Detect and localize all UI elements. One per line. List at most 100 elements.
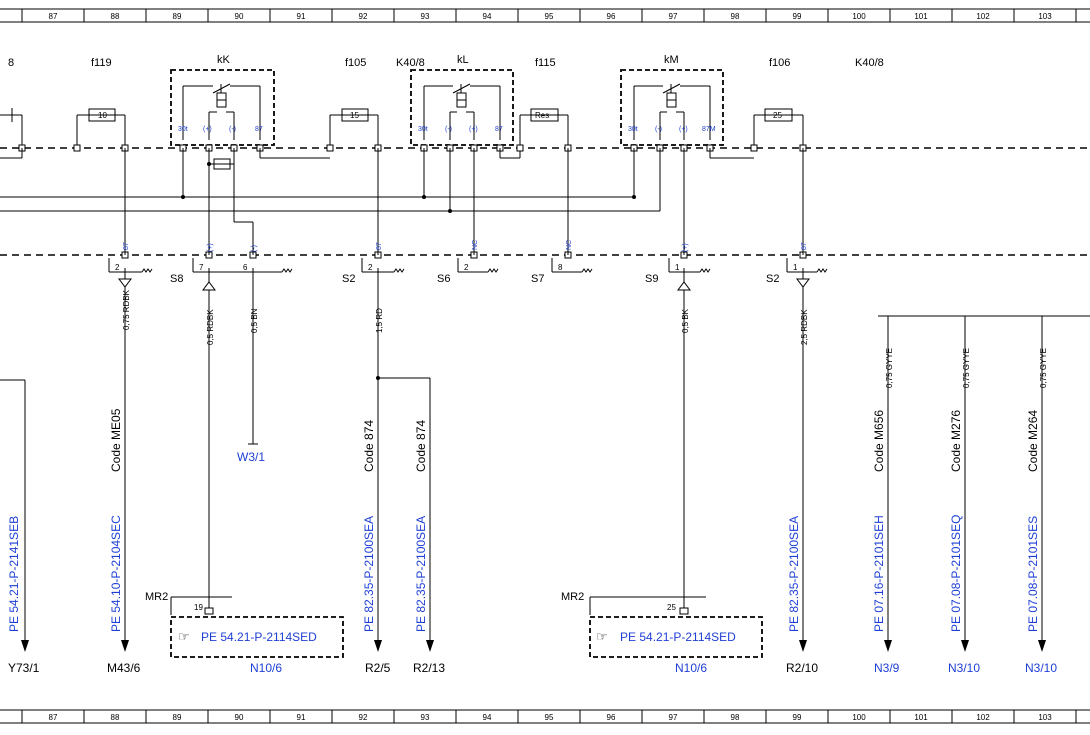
ruler-label: 94 — [483, 713, 492, 722]
wire-label-w4: 1,5 RD — [375, 308, 384, 333]
fuse-f106: 25 — [753, 108, 804, 148]
svg-text:19: 19 — [194, 603, 203, 612]
comp-N3-10-b[interactable]: N3/10 — [1025, 661, 1057, 675]
ref-link-mr2-b[interactable]: PE 54.21-P-2114SED — [620, 630, 736, 644]
connector-strip-frame — [551, 258, 582, 273]
label-f106: f106 — [769, 57, 790, 69]
connector-pin — [750, 144, 758, 152]
svg-text:Res: Res — [535, 111, 549, 120]
ruler-label: 93 — [421, 12, 430, 21]
ruler-label: 91 — [297, 12, 306, 21]
wire-label-w6: 2,5 RDBK — [800, 309, 809, 345]
pin-kL-plus: (+) — [469, 126, 478, 133]
ref-link-mr2-a[interactable]: PE 54.21-P-2114SED — [201, 630, 317, 644]
comp-N3-10-a[interactable]: N3/10 — [948, 661, 980, 675]
fuse-f119: 10 — [76, 108, 126, 148]
ref-link-w3-1[interactable]: W3/1 — [237, 450, 265, 464]
resistor-squiggle-icon — [816, 268, 828, 273]
code-ME05: Code ME05 — [109, 408, 123, 472]
pin-kM-minus: (-) — [655, 126, 662, 133]
code-874-a: Code 874 — [362, 420, 376, 472]
ruler-label: 102 — [976, 713, 990, 722]
conn-tag-c2b: (-) — [251, 245, 258, 252]
label-f115: f115 — [535, 57, 556, 69]
resistor-squiggle-icon — [581, 268, 593, 273]
wire-label-w3: 0,5 BN — [250, 308, 259, 333]
svg-text:25: 25 — [773, 111, 782, 120]
splice-S7: S7 — [531, 273, 544, 285]
pin-kK-plus: (+) — [203, 126, 212, 133]
ruler-label: 95 — [545, 12, 554, 21]
pin-kL-30t: 30t — [418, 126, 428, 133]
conn-pin-c4: 2 — [464, 263, 469, 272]
resistor-squiggle-icon — [699, 268, 711, 273]
comp-N3-9[interactable]: N3/9 — [874, 661, 900, 675]
wire-label-w9: 0,75 GYYE — [1039, 348, 1048, 388]
ref-link-r0[interactable]: PE 54.21-P-2141SEB — [7, 516, 21, 632]
ruler-label: 100 — [852, 713, 866, 722]
conn-tag-c1: 87 — [123, 242, 130, 250]
svg-text:MR2: MR2 — [145, 591, 168, 603]
ruler-label: 92 — [359, 713, 368, 722]
connector-pin — [326, 144, 334, 152]
label-k40-8-a: K40/8 — [396, 57, 425, 69]
conn-pin-c3: 2 — [368, 263, 373, 272]
pin-kM-plus: (+) — [679, 126, 688, 133]
ref-link-r4[interactable]: PE 82.35-P-2100SEA — [787, 516, 801, 632]
ruler-label: 89 — [173, 12, 182, 21]
ruler-label: 99 — [793, 12, 802, 21]
ruler-label: 97 — [669, 12, 678, 21]
ruler-label: 96 — [607, 12, 616, 21]
comp-R2-10: R2/10 — [786, 661, 818, 675]
resistor-squiggle-icon — [393, 268, 405, 273]
connector-strip-frame — [786, 258, 817, 273]
ruler-label: 98 — [731, 713, 740, 722]
ref-link-r3[interactable]: PE 82.35-P-2100SEA — [414, 516, 428, 632]
ref-link-r1[interactable]: PE 54.10-P-2104SEC — [109, 515, 123, 632]
relay-box-kK — [170, 69, 275, 146]
svg-text:10: 10 — [98, 111, 107, 120]
comp-N10-6-a[interactable]: N10/6 — [250, 661, 282, 675]
ruler-label: 90 — [235, 713, 244, 722]
pin-kK-30t: 30t — [178, 126, 188, 133]
comp-Y73-1: Y73/1 — [8, 661, 40, 675]
wire-label-w2: 0,5 RDBK — [206, 309, 215, 345]
svg-text:MR2: MR2 — [561, 591, 584, 603]
pin-kL-87: 87 — [495, 126, 503, 133]
wire-label-w8: 0,75 GYYE — [962, 348, 971, 388]
conn-pin-c1: 2 — [115, 263, 120, 272]
conn-tag-c6: (+) — [682, 243, 689, 252]
comp-N10-6-b[interactable]: N10/6 — [675, 661, 707, 675]
conn-tag-c2a: (+) — [207, 243, 214, 252]
pointer-hand-icon: ☞ — [596, 629, 608, 644]
connector-strip — [108, 258, 828, 273]
label-kM: kM — [664, 54, 679, 66]
conn-pin-c5: 8 — [558, 263, 563, 272]
ruler-label: 97 — [669, 713, 678, 722]
connector-pin — [516, 144, 524, 152]
resistor-squiggle-icon — [141, 268, 153, 273]
code-874-b: Code 874 — [414, 420, 428, 472]
ruler-label: 87 — [49, 12, 58, 21]
ref-link-r2[interactable]: PE 82.35-P-2100SEA — [362, 516, 376, 632]
ruler-label: 87 — [49, 713, 58, 722]
ref-link-r5[interactable]: PE 07.16-P-2101SEH — [872, 515, 886, 632]
conn-pin-c6: 1 — [675, 263, 680, 272]
ruler-label: 101 — [914, 713, 928, 722]
conn-tag-c7: 87 — [801, 242, 808, 250]
splice-S6: S6 — [437, 273, 450, 285]
pointer-hand-icon: ☞ — [178, 629, 190, 644]
ruler-label: 93 — [421, 713, 430, 722]
relay-box-kM — [620, 69, 724, 146]
conn-pin-c7: 1 — [793, 263, 798, 272]
ref-link-r6[interactable]: PE 07.08-P-2101SEQ — [949, 515, 963, 632]
code-M656: Code M656 — [872, 410, 886, 472]
ruler-label: 99 — [793, 713, 802, 722]
conn-tag-c4: NC — [472, 240, 479, 250]
ref-link-r7[interactable]: PE 07.08-P-2101SES — [1026, 516, 1040, 632]
ruler-label: 101 — [914, 12, 928, 21]
pin-kM-87M: 87M — [702, 126, 716, 133]
